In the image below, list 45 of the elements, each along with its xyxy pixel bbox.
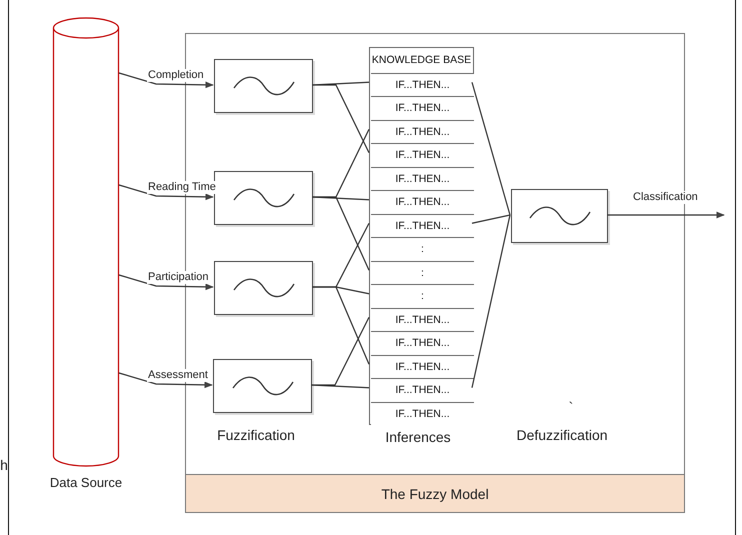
- connector-line: [312, 84, 370, 154]
- column-caption: `: [568, 399, 574, 415]
- table-header: KNOWLEDGE BASE: [370, 52, 472, 68]
- connector-line: [472, 214, 510, 224]
- rule-row: IF...THEN...: [371, 166, 474, 190]
- connector-line: [118, 184, 214, 200]
- rule-row: IF...THEN...: [371, 143, 474, 166]
- rule-row: IF...THEN...: [371, 354, 474, 378]
- connector-line: [312, 286, 370, 364]
- edge-label: Assessment: [147, 369, 209, 382]
- rule-row: IF...THEN...: [371, 402, 474, 425]
- connector-line: [118, 72, 214, 88]
- connector-line: [118, 372, 213, 388]
- edge-label: Participation: [147, 271, 210, 284]
- rule-row: IF...THEN...: [371, 214, 474, 237]
- rule-row: IF...THEN...: [371, 120, 474, 143]
- connector-line: [471, 82, 511, 216]
- rule-row: :: [371, 284, 474, 308]
- rule-row: IF...THEN...: [371, 308, 474, 331]
- column-caption: Fuzzification: [217, 427, 295, 443]
- rule-row: :: [371, 260, 474, 284]
- rule-row: IF...THEN...: [371, 72, 474, 96]
- function-box: [214, 59, 313, 113]
- rule-row: IF...THEN...: [371, 378, 474, 402]
- function-box: [214, 261, 313, 315]
- edge-label: Reading Time: [147, 181, 217, 194]
- connector-line: [471, 214, 511, 388]
- connector-line: [118, 274, 214, 290]
- rule-row: IF...THEN...: [371, 331, 474, 354]
- function-box: [213, 359, 312, 413]
- column-caption: Defuzzification: [516, 427, 608, 443]
- column-caption: Inferences: [385, 429, 451, 445]
- function-box: [214, 171, 313, 225]
- rule-row: IF...THEN...: [371, 96, 474, 120]
- connector-line: [607, 212, 725, 218]
- edge-label: Completion: [147, 69, 205, 82]
- rule-row: IF...THEN...: [371, 190, 474, 214]
- model-title-band: The Fuzzy Model: [186, 474, 684, 512]
- rule-row: :: [371, 237, 474, 260]
- edge-label: Classification: [632, 191, 699, 204]
- column-caption: h: [0, 457, 8, 473]
- function-box: [511, 189, 608, 243]
- connector-line: [312, 196, 370, 270]
- database-label: Data Source: [48, 475, 124, 490]
- connector-line: [310, 384, 370, 388]
